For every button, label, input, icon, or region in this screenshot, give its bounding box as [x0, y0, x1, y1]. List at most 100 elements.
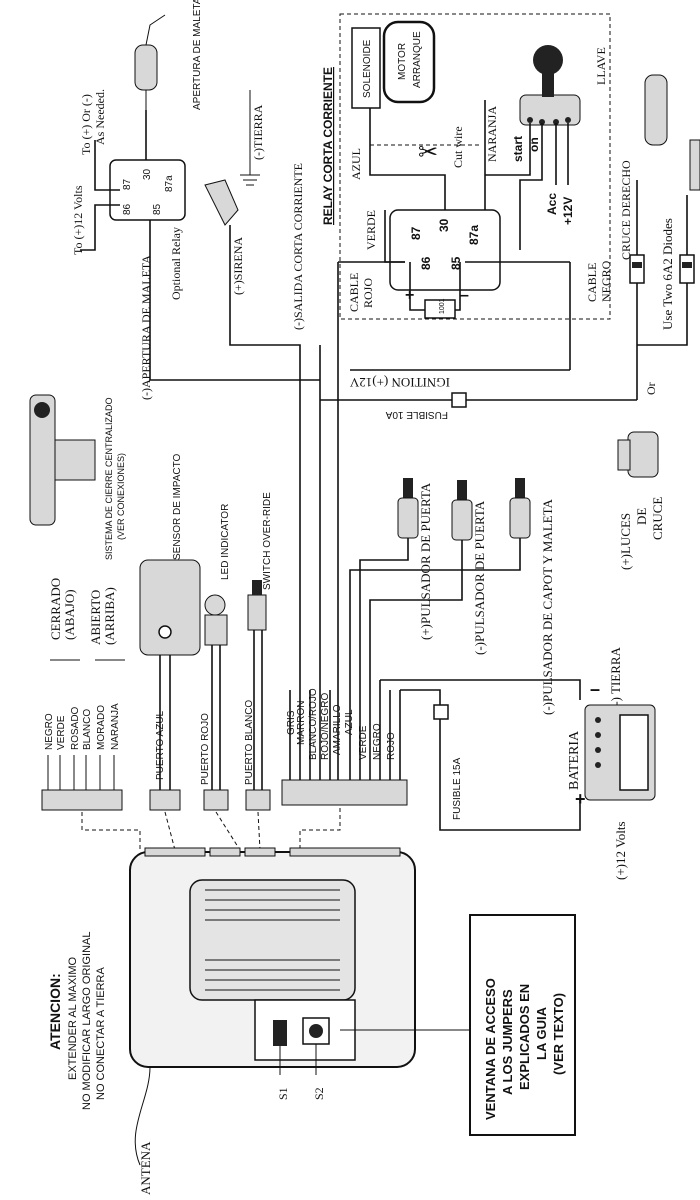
llave-label: LLAVE — [594, 47, 608, 85]
atencion-line-3: NO CONECTAR A TIERRA — [95, 966, 107, 1100]
relay-pin-86: 86 — [419, 256, 433, 270]
apertura-maleta-top-label: APERTURA DE MALETA — [192, 0, 203, 110]
atencion-line-2: NO MODIFICAR LARGO ORIGINAL — [81, 932, 93, 1110]
relay-pin-87-top: 87 — [122, 178, 133, 190]
or-label: Or — [644, 382, 658, 395]
puerto-azul-label: PUERTO AZUL — [155, 710, 166, 780]
ignition-key-icon — [519, 45, 581, 126]
ventana-line-1: VENTANA DE ACCESO — [483, 978, 498, 1120]
lock-wire-label: ROSADO — [70, 706, 81, 750]
cerrado-label-2: (ABAJO) — [62, 589, 77, 640]
diode-label: 1001 — [439, 298, 446, 314]
main-wire-label: ROJO/NEGRO — [320, 693, 331, 760]
main-wire-label: ROJO — [386, 732, 397, 760]
bateria-label: BATERIA — [567, 730, 582, 790]
led-label: LED INDICATOR — [220, 504, 231, 580]
tierra-bat-label: (-) TIERRA — [608, 646, 623, 710]
abierto-label-2: (ARRIBA) — [102, 587, 117, 645]
optional-relay-label: Optional Relay — [169, 227, 183, 300]
use-diodes-label: Use Two 6A2 Diodes — [660, 218, 675, 330]
relay-pin-86-top: 86 — [122, 203, 133, 215]
main-harness-group: GRIS MARRON BLANCO/ROJO ROJO/NEGRO AMARI… — [281, 646, 623, 850]
acc-label: Acc — [545, 193, 559, 215]
ventana-line-5: (VER TEXTO) — [551, 993, 566, 1075]
kill-relay-box — [389, 209, 501, 291]
cerrado-label-1: CERRADO — [48, 578, 63, 640]
s2-label: S2 — [312, 1087, 326, 1100]
alarm-module-group: S1 S2 ANTENA — [129, 851, 470, 1195]
trunk-actuator-icon — [134, 44, 158, 91]
pulsador-neg-label: (-)PULSADOR DE PUERTA — [472, 500, 487, 655]
fuse-15a-icon — [433, 704, 449, 720]
abierto-label-1: ABIERTO — [88, 590, 103, 645]
lock-wire-label: NEGRO — [44, 713, 55, 750]
verde-relay-label: VERDE — [364, 210, 378, 250]
sensor-label: SENSOR DE IMPACTO — [172, 453, 183, 560]
relay-pin-87a-top: 87a — [164, 175, 175, 192]
sensors-group: SENSOR DE IMPACTO PUERTO AZUL LED INDICA… — [139, 453, 273, 851]
tierra-top-label: (-)TIERRA — [251, 104, 265, 160]
diode-2-icon — [679, 254, 695, 284]
jumper-s1-icon — [273, 1020, 287, 1046]
lock-wire-label: MORADO — [96, 705, 107, 750]
minus-sign-bat: – — [590, 679, 600, 699]
main-harness-connector — [281, 779, 408, 806]
relay-pin-87: 87 — [409, 226, 423, 240]
central-locking-group: SISTEMA DE CIERRE CENTRALIZADO (VER CONE… — [29, 394, 141, 850]
main-wire-label: VERDE — [358, 725, 369, 760]
solenoide-label: SOLENOIDE — [362, 39, 373, 98]
fusible-15a-label: FUSIBLE 15A — [452, 757, 463, 820]
fusible-10a-label: FUSIBLE 10A — [385, 409, 448, 420]
plus12v-label: +12V — [561, 197, 575, 225]
cable-rojo-label-2: ROJO — [361, 278, 375, 308]
cable-negro-label-1: CABLE — [585, 263, 599, 302]
led-indicator-icon — [204, 594, 228, 646]
relay-pin-85-top: 85 — [152, 203, 163, 215]
ignition-label: IGNITION (+)12V — [349, 375, 450, 390]
lock-wire-label: VERDE — [56, 715, 67, 750]
battery-group: – + BATERIA (+)12 Volts — [567, 679, 656, 881]
start-label: start — [511, 136, 525, 162]
switch-label: SWITCH OVER-RIDE — [262, 492, 273, 590]
on-label: on — [527, 137, 541, 152]
cierre-label-2: (VER CONEXIONES) — [116, 453, 126, 540]
main-wire-label: GRIS — [286, 710, 297, 735]
pin-switches-group: (+)PULSADOR DE PUERTA (-)PULSADOR DE PUE… — [349, 478, 555, 715]
ventana-line-3: EXPLICADOS EN — [517, 984, 532, 1090]
minus-sign-relay: – — [460, 287, 469, 304]
car-front-icon — [617, 431, 659, 478]
puerto-blanco-connector — [245, 789, 271, 811]
relay-corta-label: RELAY CORTA CORRIENTE — [321, 67, 335, 225]
relay-pin-30: 30 — [437, 218, 451, 232]
luces-label-3: CRUCE — [650, 497, 665, 540]
fuse-10a-icon — [451, 392, 467, 408]
ventana-line-2: A LOS JUMPERS — [500, 989, 515, 1095]
pulsador-pos-label: (+)PULSADOR DE PUERTA — [418, 482, 433, 640]
parking-lights-group: CRUCE DERECHO Use Two 6A2 Diodes Or FUSI… — [320, 74, 700, 570]
main-wire-label: NEGRO — [372, 723, 383, 760]
luces-label-2: DE — [634, 508, 649, 525]
salida-corta-label: (-)SALIDA CORTA CORRIENTE — [291, 163, 305, 330]
diode-icon — [424, 299, 456, 319]
puerto-azul-connector — [149, 789, 181, 811]
atencion-line-1: EXTENDER AL MAXIMO — [67, 956, 79, 1080]
override-switch-icon — [247, 580, 267, 631]
cable-negro-label-2: NEGRO — [599, 260, 613, 302]
puerto-rojo-connector — [203, 789, 229, 811]
car-top-icon — [644, 74, 668, 146]
plus-sign-relay: + — [405, 287, 414, 304]
azul-relay-label: AZUL — [349, 148, 363, 180]
trunk-release-group: APERTURA DE MALETA 87 30 87a 86 85 To (+… — [71, 0, 320, 400]
to-pos-neg-label: To (+) Or (-) — [79, 94, 93, 155]
sirena-label: (+)SIRENA — [231, 237, 245, 295]
door-pin-2-icon — [451, 480, 473, 541]
cruce-derecho-label: CRUCE DERECHO — [619, 160, 633, 260]
motor-label: MOTOR — [397, 43, 408, 80]
apertura-maleta-neg-label: (-)APERTURA DE MALETA — [139, 255, 153, 400]
jumper-window-note: VENTANA DE ACCESO A LOS JUMPERS EXPLICAD… — [469, 914, 576, 1136]
cable-rojo-label-1: CABLE — [347, 273, 361, 312]
as-needed-label: As Needed. — [93, 89, 107, 145]
lock-wire-label: NARANJA — [110, 703, 121, 750]
plus12-volts-label: (+)12 Volts — [613, 822, 628, 881]
